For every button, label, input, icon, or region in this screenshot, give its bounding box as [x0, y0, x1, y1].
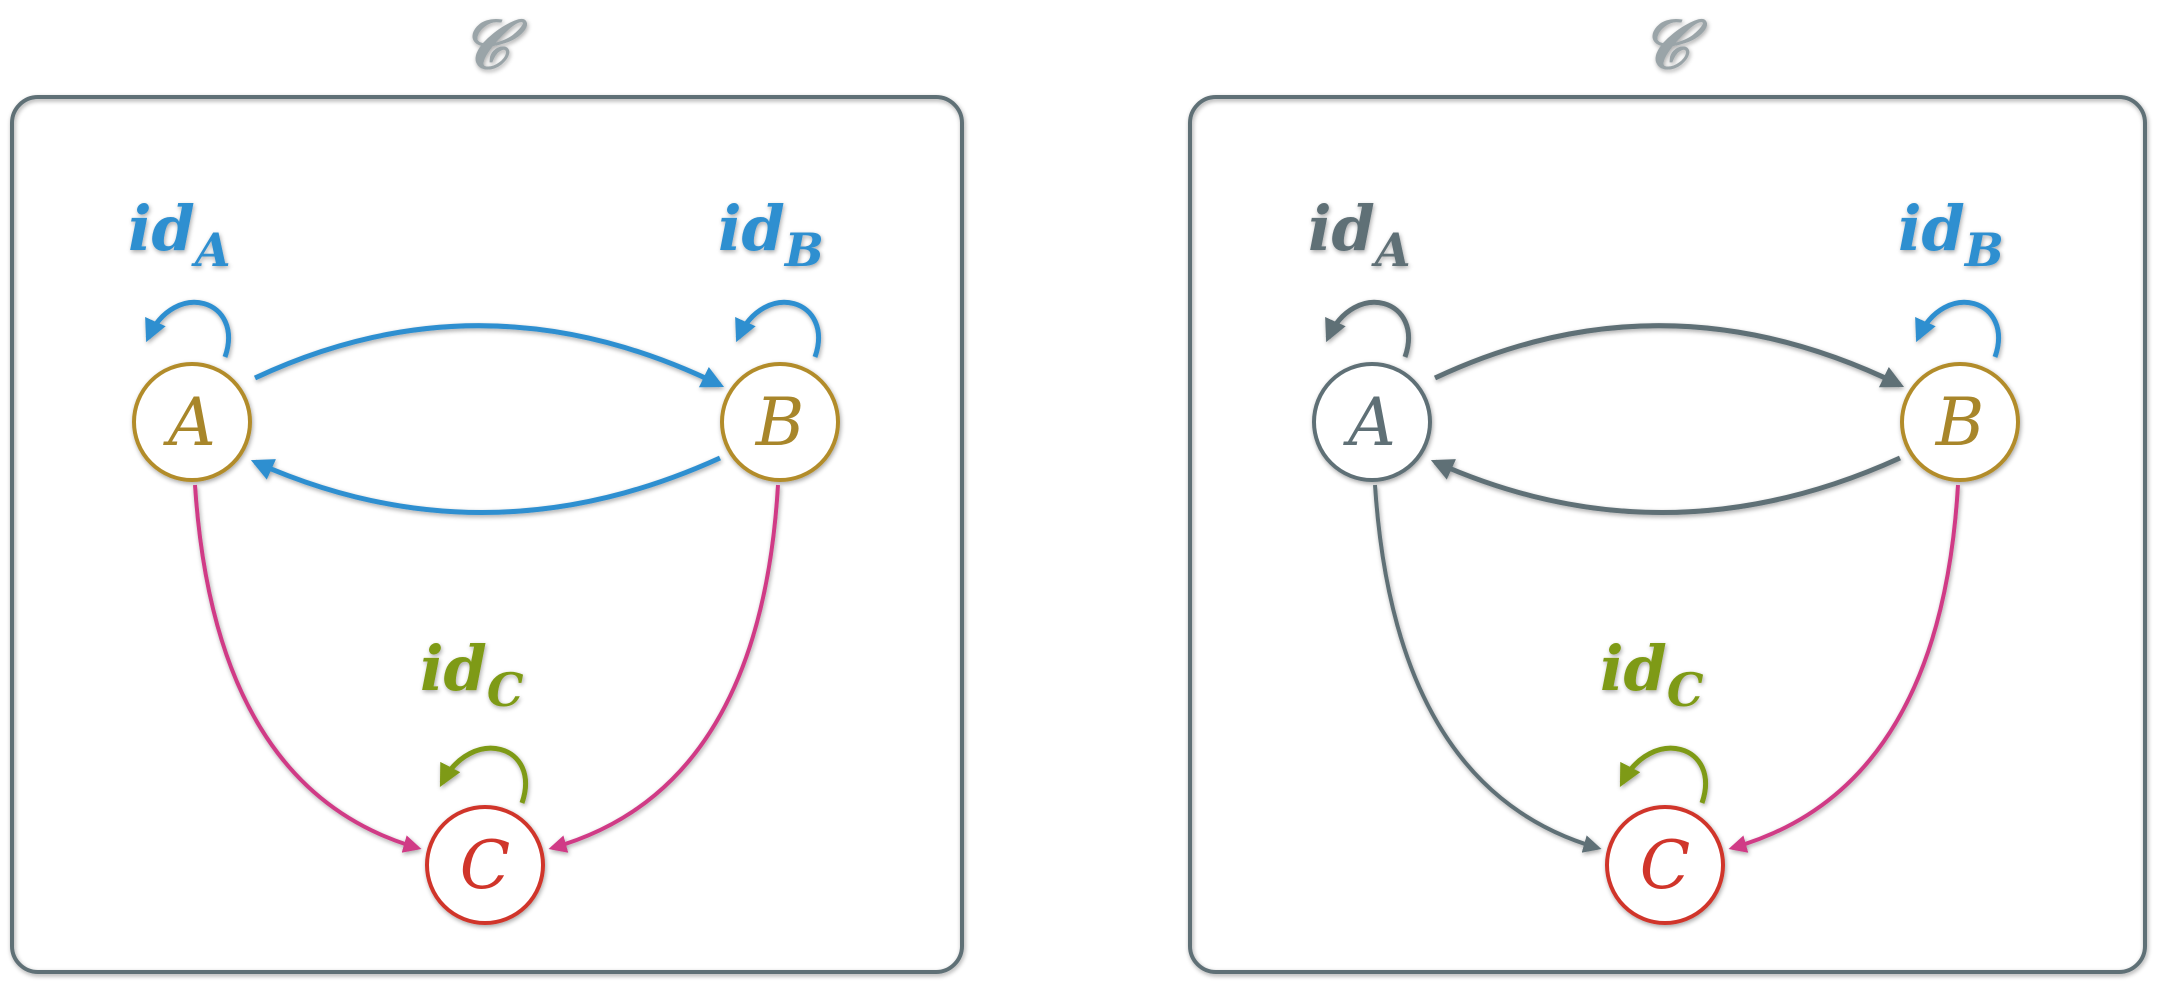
identity-loop-c: [439, 745, 529, 804]
identity-label-a: idA: [1308, 192, 1411, 277]
identity-loop-c: [1619, 745, 1709, 804]
identity-loop-b: [735, 299, 822, 358]
object-c-label: C: [1640, 827, 1691, 904]
object-b: B: [1900, 362, 2020, 482]
object-b: B: [720, 362, 840, 482]
object-b-label: B: [1935, 384, 1985, 461]
identity-loop-b: [1915, 299, 2002, 358]
object-a: A: [132, 362, 252, 482]
morphism-a-to-b: [1433, 323, 1905, 388]
object-c: C: [1605, 805, 1725, 925]
category-frame: [10, 95, 964, 974]
morphism-a-to-c: [193, 484, 422, 853]
morphism-b-to-c: [1728, 484, 1960, 853]
identity-loop-a: [145, 299, 232, 358]
category-frame: [1188, 95, 2147, 974]
category-diagram-right: 𝒞 A B C idA idB idC: [1188, 5, 2147, 974]
object-a-label: A: [162, 384, 216, 461]
identity-label-b: idB: [1898, 192, 2004, 277]
category-title: 𝒞: [1640, 5, 1708, 85]
identity-loop-a: [1325, 299, 1412, 358]
object-a-label: A: [1342, 384, 1396, 461]
object-a: A: [1312, 362, 1432, 482]
category-title: 𝒞: [460, 5, 528, 85]
identity-label-b: idB: [718, 192, 824, 277]
object-c-label: C: [460, 827, 511, 904]
morphism-b-to-a: [250, 455, 722, 515]
identity-label-c: idC: [1600, 632, 1704, 717]
morphism-b-to-a: [1430, 455, 1902, 515]
object-c: C: [425, 805, 545, 925]
identity-label-c: idC: [420, 632, 524, 717]
category-diagram-left: 𝒞 A B C idA idB idC: [10, 5, 964, 974]
morphism-b-to-c: [548, 484, 780, 853]
object-b-label: B: [755, 384, 805, 461]
morphism-a-to-b: [253, 323, 725, 388]
morphism-a-to-c: [1373, 484, 1602, 853]
identity-label-a: idA: [128, 192, 231, 277]
